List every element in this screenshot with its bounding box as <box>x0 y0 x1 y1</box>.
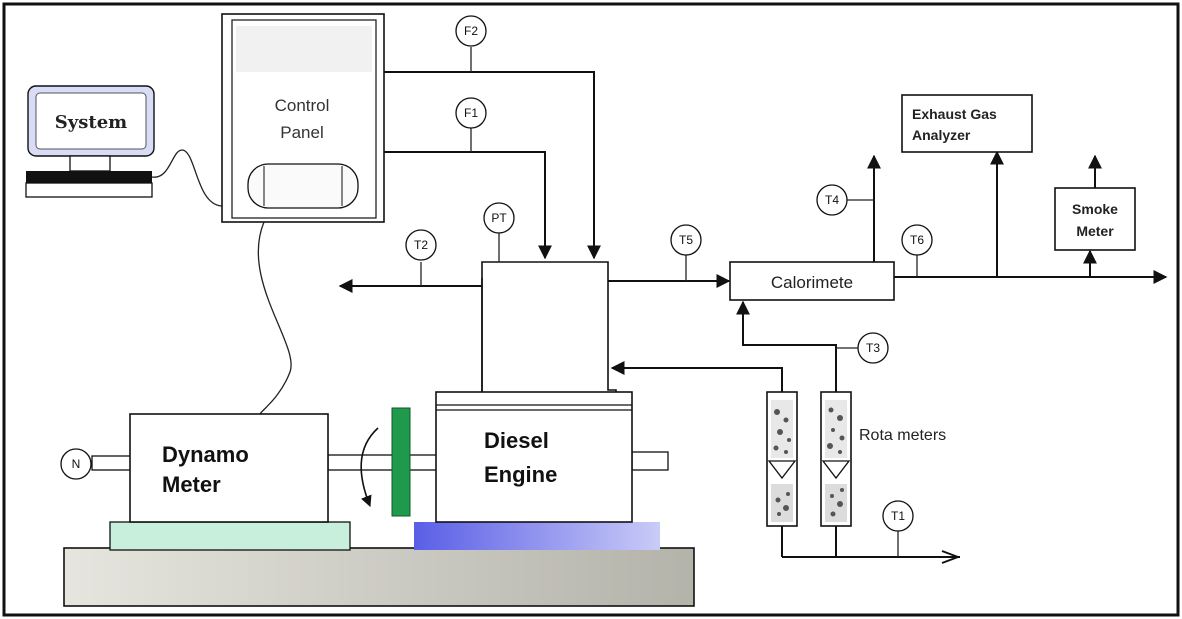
gauge-n: N <box>60 448 92 480</box>
svg-text:T1: T1 <box>891 509 905 523</box>
monitor-screen <box>35 92 147 150</box>
smoke-meter-label-2: Meter <box>1076 223 1114 239</box>
svg-text:PT: PT <box>491 211 507 225</box>
gauge-f2: F2 <box>455 15 487 47</box>
calorimeter-box <box>729 261 895 301</box>
diesel-engine-label-1: Diesel <box>484 428 549 453</box>
analyzer-label-1: Exhaust Gas <box>912 106 997 122</box>
dynamometer-label-2: Meter <box>162 472 221 497</box>
fuel-lines <box>384 47 601 260</box>
water-to-engine <box>610 361 783 392</box>
svg-text:F2: F2 <box>464 24 478 38</box>
svg-text:T2: T2 <box>414 238 428 252</box>
fuel-line-f2 <box>384 71 601 260</box>
monitor-stand <box>69 155 111 172</box>
svg-text:T3: T3 <box>866 341 880 355</box>
calorimeter-label: Calorimete <box>771 273 853 292</box>
test-bed <box>63 547 695 607</box>
diesel-engine-block <box>435 391 633 523</box>
control-panel-label-1: Control <box>275 96 330 115</box>
svg-text:F1: F1 <box>464 106 478 120</box>
gauge-t1: T1 <box>882 500 914 532</box>
water-inlet-arrow <box>941 550 959 564</box>
dynamo-base <box>109 521 351 551</box>
computer-base <box>25 182 153 198</box>
fuel-line-f1 <box>384 151 552 260</box>
system-computer: System <box>25 85 155 198</box>
svg-text:T4: T4 <box>825 193 839 207</box>
gauge-t2: T2 <box>405 229 437 261</box>
analyzer-label-2: Analyzer <box>912 127 971 143</box>
flywheel <box>391 407 411 517</box>
panel-dynamo-cable <box>257 221 292 415</box>
exhaust-gas-analyzer-box <box>901 94 1033 153</box>
dynamo-shaft-end <box>91 455 133 471</box>
dynamometer-box <box>129 413 329 523</box>
gauge-pt: PT <box>483 202 515 234</box>
system-cable <box>151 149 223 207</box>
engine-shaft-end <box>631 451 669 471</box>
smoke-meter-label-1: Smoke <box>1072 201 1118 217</box>
rotameter-1 <box>766 391 798 527</box>
rotameters-label: Rota meters <box>859 427 946 444</box>
engine-cylinder-block <box>481 261 617 405</box>
smoke-meter-box <box>1054 187 1136 251</box>
gauge-f1: F1 <box>455 97 487 129</box>
water-to-calorimeter <box>736 300 837 392</box>
svg-text:T6: T6 <box>910 233 924 247</box>
svg-text:N: N <box>72 457 81 471</box>
gauge-t4: T4 <box>816 184 848 216</box>
system-label: System <box>55 112 127 133</box>
rotation-arrow <box>360 427 379 508</box>
gauge-t3: T3 <box>857 332 889 364</box>
control-panel: Control Panel <box>221 13 385 223</box>
gauge-t6: T6 <box>901 224 933 256</box>
rotameter-2 <box>820 391 852 527</box>
control-panel-label-2: Panel <box>280 123 323 142</box>
control-panel-header <box>236 26 372 72</box>
keyboard <box>26 171 152 183</box>
control-panel-display <box>247 163 359 209</box>
svg-text:T5: T5 <box>679 233 693 247</box>
diesel-engine-label-2: Engine <box>484 462 557 487</box>
gauge-t5: T5 <box>670 224 702 256</box>
engine-base <box>414 522 660 550</box>
drive-shaft <box>327 454 439 471</box>
dynamometer-label-1: Dynamo <box>162 442 249 467</box>
